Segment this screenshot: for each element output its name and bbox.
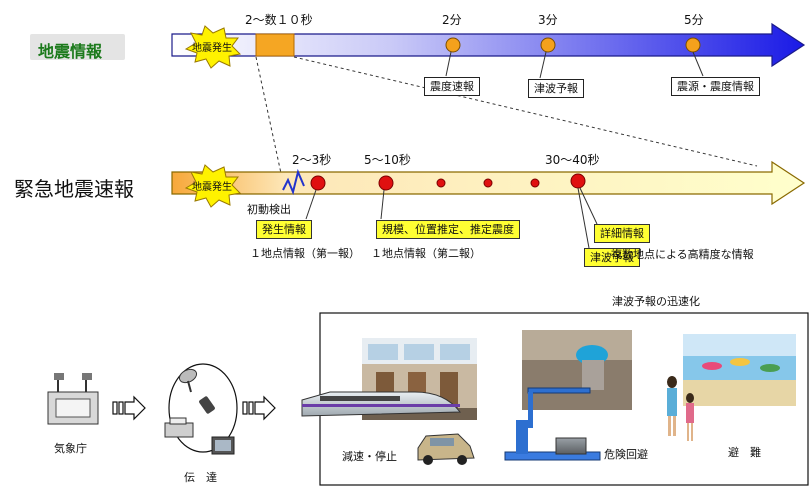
flow-arrow-2 [242,395,276,421]
crane-response-label: 危険回避 [604,448,648,461]
top-time-label-1: 2～数１０秒 [245,13,313,27]
note-tsunami-speed: 津波予報の迅速化 [612,295,700,308]
callout-tsunami-forecast-eew: 津波予報 [584,248,640,267]
middle-time-label-2: 5～10秒 [364,153,411,167]
train-response-label: 減速・停止 [342,450,397,463]
top-time-label-4: 5分 [684,13,704,27]
transmit-label: 伝 達 [184,471,217,484]
callout-tsunami-forecast: 津波予報 [528,79,584,98]
evacuate-label: 避 難 [728,446,761,459]
middle-leader-lines [305,187,598,249]
worker-photo [522,330,632,410]
train-icon [301,391,461,417]
satellite-dish-icon [178,368,198,393]
note-multi-point: 複数地点による高精度な情報 [611,248,754,261]
seismograph-icon [47,373,99,425]
top-timeline-arrow [171,22,806,68]
milestone-dot-5min [685,37,701,53]
tv-icon [211,436,235,455]
person-icon [667,376,694,441]
top-leader-lines [445,51,704,79]
explosion-burst-icon [184,25,242,208]
transmission-cycle [168,363,238,453]
car-icon [417,433,475,465]
middle-time-label-1: 2～3秒 [292,153,332,167]
flow-arrow-1 [112,395,146,421]
top-row-title-bg [30,34,125,60]
note-second-report: １地点情報（第二報） [371,247,481,260]
fax-icon [164,417,194,438]
middle-row-title: 緊急地震速報 [14,177,134,201]
top-time-label-3: 3分 [538,13,558,27]
milestone-dot-3min [540,37,556,53]
seismic-wave-icon [282,168,305,196]
crane-icon [504,387,601,461]
zoom-projection-lines [255,56,758,179]
beach-icon [683,334,796,406]
event-dots [310,173,586,191]
callout-epicenter-info: 震源・震度情報 [671,77,760,96]
milestone-dot-2min [445,37,461,53]
top-row-title: 地震情報 [38,42,103,61]
callout-occurrence-info: 発生情報 [256,220,312,239]
initial-motion-label: 初動検出 [247,203,291,216]
callout-seismic-intensity: 震度速報 [424,77,480,96]
middle-time-label-3: 30～40秒 [545,153,600,167]
top-start-label: 地震発生 [192,43,232,54]
callout-detail-info: 詳細情報 [594,224,650,243]
agency-label: 気象庁 [54,442,87,455]
top-time-label-2: 2分 [442,13,462,27]
note-first-report: １地点情報（第一報） [250,247,360,260]
phone-icon [199,396,215,414]
callout-scale-location: 規模、位置推定、推定震度 [376,220,520,239]
middle-start-label: 地震発生 [192,182,232,193]
